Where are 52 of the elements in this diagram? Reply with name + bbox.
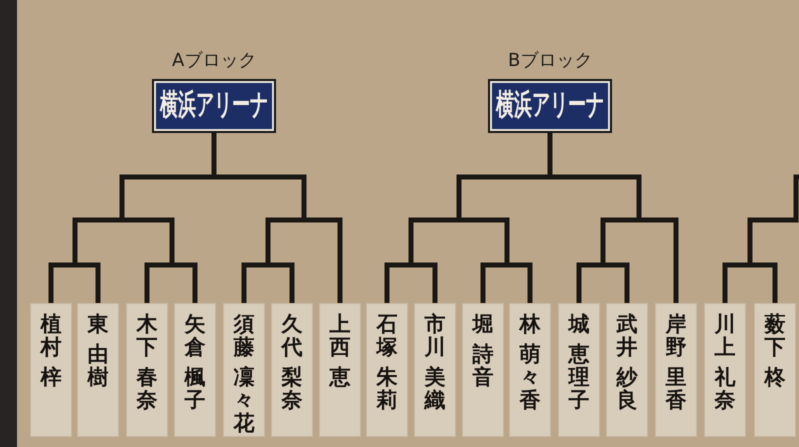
given-name-text: 由樹 (86, 343, 110, 389)
given-name-text: 梓 (39, 366, 62, 389)
surname-text: 川上 (714, 313, 736, 359)
name-card (704, 303, 746, 437)
surname-text: 矢倉 (183, 313, 206, 359)
given-name-text: 里香 (664, 366, 688, 412)
name-card (606, 303, 648, 437)
name-card (655, 303, 697, 437)
surname-text: 武井 (615, 313, 638, 359)
surname-text: 木下 (135, 313, 158, 359)
given-name-text: 恵 (328, 366, 352, 389)
surname-text: 堀 (471, 313, 494, 336)
surname-text: 薮下 (763, 313, 786, 359)
given-name-text: 春奈 (135, 366, 158, 412)
name-card (126, 303, 168, 437)
surname-text: 市川 (424, 313, 446, 359)
given-name-text: 礼奈 (713, 366, 736, 412)
surname-text: 須藤 (232, 313, 256, 359)
surname-text: 植村 (39, 313, 62, 359)
given-name-text: 詩音 (471, 343, 494, 389)
surname-text: 林 (518, 313, 542, 336)
surname-text: 東 (86, 313, 110, 336)
surname-text: 城 (567, 313, 590, 336)
given-name-text: 柊 (763, 366, 786, 389)
given-name-text: 紗良 (615, 366, 639, 412)
surname-text: 石塚 (375, 313, 398, 359)
venue-box: 横浜アリーナ (488, 79, 612, 133)
given-name-text: 萌々香 (518, 343, 542, 412)
name-card (223, 303, 265, 437)
name-card (754, 303, 796, 437)
surname-text: 久代 (280, 313, 304, 359)
surname-text: 岸野 (664, 313, 688, 359)
name-card (558, 303, 600, 437)
name-card (319, 303, 361, 437)
name-card (462, 303, 504, 437)
name-card (174, 303, 216, 437)
given-name-text: 美織 (423, 366, 446, 412)
given-name-text: 凜々花 (232, 366, 256, 435)
name-card (30, 303, 72, 437)
block-heading: Bブロック (508, 50, 592, 72)
name-card (414, 303, 456, 437)
name-card (271, 303, 313, 437)
given-name-text: 梨奈 (280, 366, 304, 412)
name-card (509, 303, 551, 437)
name-card (366, 303, 408, 437)
venue-box: 横浜アリーナ (152, 79, 276, 133)
given-name-text: 恵理子 (567, 343, 590, 412)
block-heading: Aブロック (172, 50, 256, 72)
given-name-text: 楓子 (183, 366, 206, 412)
given-name-text: 朱莉 (375, 366, 398, 412)
surname-text: 上西 (328, 313, 352, 359)
name-card (77, 303, 119, 437)
